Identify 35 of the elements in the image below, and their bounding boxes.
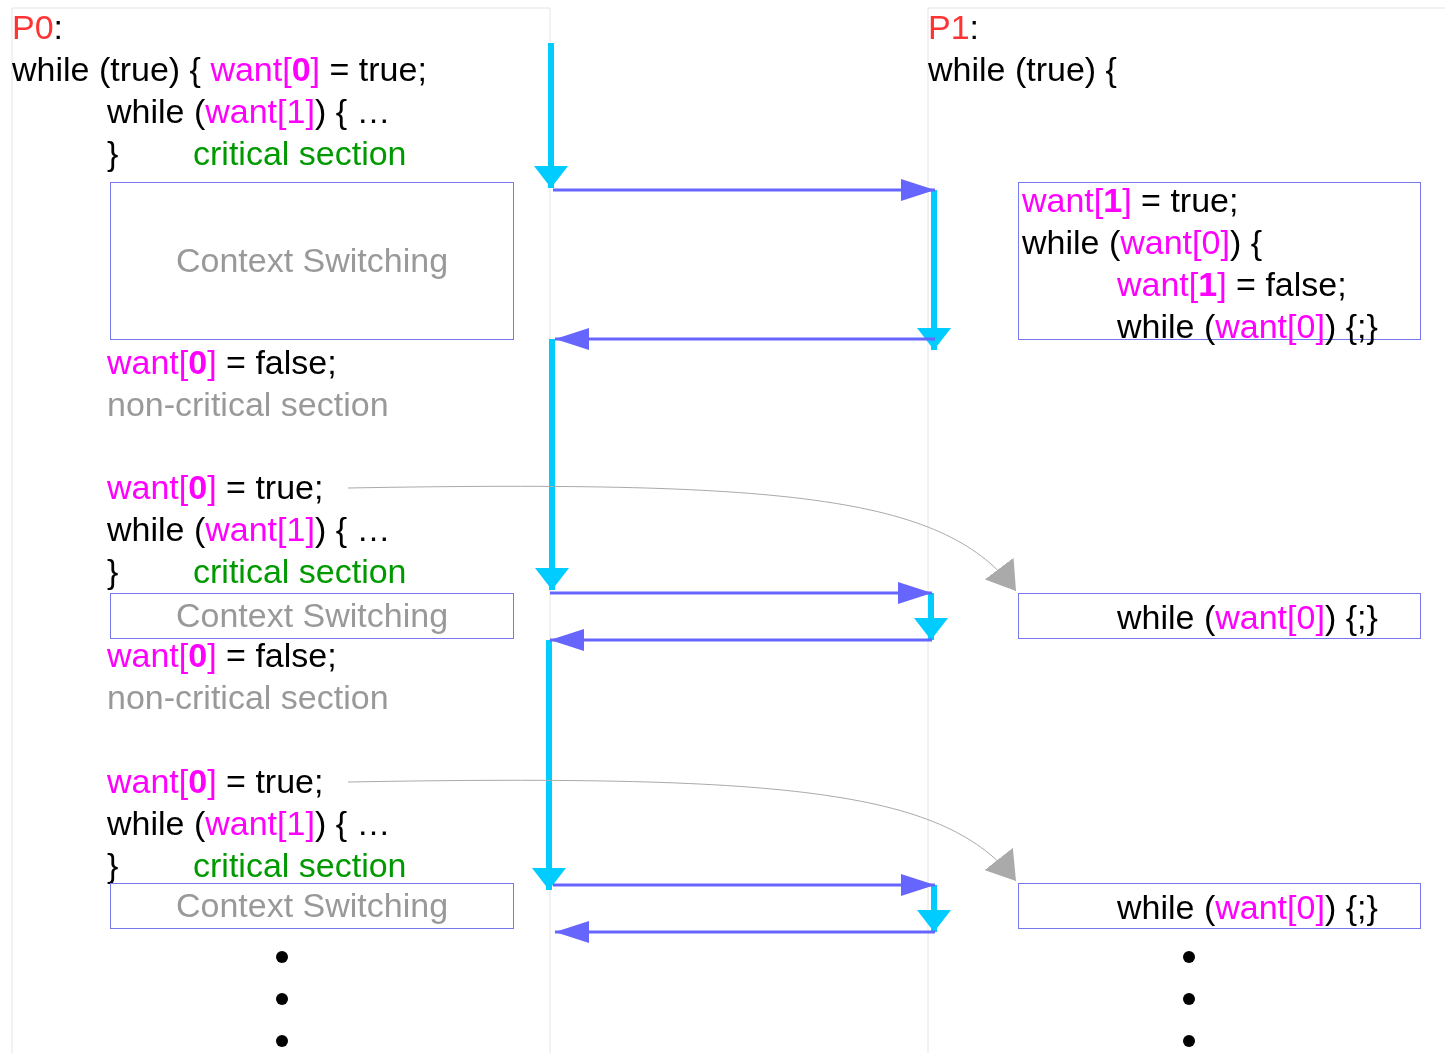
code-line: want[1] = true; [1022, 180, 1239, 221]
section-label: critical section [193, 845, 407, 886]
code-line: while (true) { want[0] = true; [12, 49, 427, 90]
code-line: want[0] = false; [107, 342, 337, 383]
section-label: non-critical section [107, 384, 389, 425]
code-line: } [107, 845, 119, 886]
code-box [1018, 593, 1421, 639]
section-label: critical section [193, 551, 407, 592]
context-switch-box [110, 182, 514, 340]
code-line: while (want[1]) { … [107, 91, 391, 132]
code-line: while (want[0]) {;} [1117, 597, 1378, 638]
code-line: while (true) { [928, 49, 1117, 90]
process-label: P1: [928, 7, 980, 48]
box-title: Context Switching [174, 885, 450, 926]
code-line: while (want[1]) { … [107, 803, 391, 844]
context-switch-box [110, 883, 514, 929]
code-line: } [107, 133, 119, 174]
curved-arrow [347, 779, 1017, 882]
process-label: P0: [12, 7, 64, 48]
curved-arrow [347, 485, 1017, 592]
box-title: Context Switching [174, 240, 450, 281]
code-line: want[0] = true; [107, 760, 324, 802]
section-label: non-critical section [107, 677, 389, 718]
section-label: critical section [193, 133, 407, 174]
code-line: want[0] = false; [107, 635, 337, 676]
code-line: while (want[0]) {;} [1117, 306, 1378, 347]
context-switch-box [110, 593, 514, 639]
code-line: while (want[0]) { [1022, 222, 1262, 263]
box-title: Context Switching [174, 595, 450, 636]
code-box [1018, 883, 1421, 929]
code-line: } [107, 551, 119, 592]
code-line: want[1] = false; [1117, 264, 1347, 305]
code-line: want[0] = true; [107, 466, 324, 508]
code-line: while (want[1]) { … [107, 509, 391, 550]
code-line: while (want[0]) {;} [1117, 887, 1378, 928]
